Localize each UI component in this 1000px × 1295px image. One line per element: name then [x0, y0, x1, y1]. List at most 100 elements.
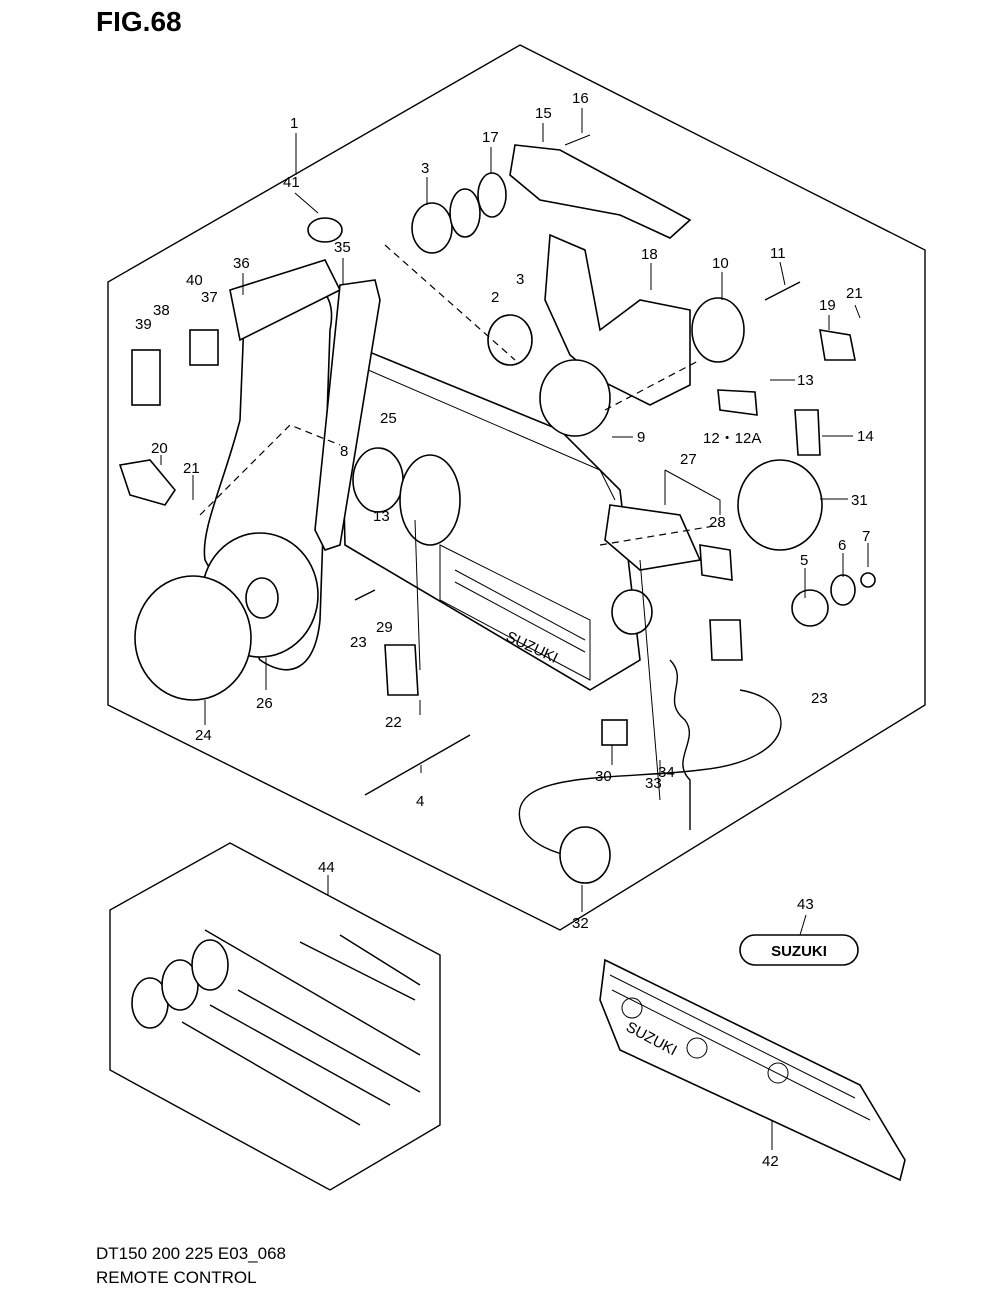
screw-16 [564, 134, 591, 146]
part-label-11: 11 [770, 245, 786, 262]
part-label-30: 30 [595, 768, 612, 785]
part-label-24: 24 [195, 727, 212, 744]
kit-items [131, 929, 421, 1126]
part-label-29: 29 [376, 619, 393, 636]
part-label-8: 8 [340, 443, 348, 460]
gear-ring-9 [539, 359, 611, 437]
part-label-13a: 13 [797, 372, 814, 389]
harness-33 [518, 689, 782, 859]
switch-14 [794, 409, 821, 456]
part-label-27: 27 [680, 451, 697, 468]
ring-10 [691, 297, 745, 363]
part-label-40: 40 [186, 272, 203, 289]
nut-7 [860, 572, 876, 588]
part-label-17: 17 [482, 129, 499, 146]
part-label-28: 28 [709, 514, 726, 531]
part-label-43: 43 [797, 896, 814, 913]
part-label-26: 26 [256, 695, 273, 712]
part-label-3a: 3 [421, 160, 429, 177]
leader-lines [160, 108, 869, 1150]
throttle-plate [509, 144, 692, 239]
stop-switch [611, 589, 653, 635]
part-label-13b: 13 [373, 508, 390, 525]
gear-25 [352, 447, 404, 513]
switch-12 [717, 389, 758, 416]
part-label-23a: 23 [350, 634, 367, 651]
part-label-23b: 23 [811, 690, 828, 707]
part-label-44: 44 [318, 859, 335, 876]
emblem-brand-mark: SUZUKI [771, 943, 827, 960]
part-label-37: 37 [201, 289, 218, 306]
part-label-34: 34 [658, 764, 675, 781]
part-label-20: 20 [151, 440, 168, 457]
clip-30 [601, 719, 628, 746]
screw-23 [354, 589, 376, 601]
align-line-6 [414, 519, 421, 671]
pin-20 [118, 459, 176, 506]
model-code: DT150 200 225 E03_068 [96, 1244, 286, 1263]
part-label-41: 41 [283, 174, 300, 191]
part-label-38: 38 [153, 302, 170, 319]
part-label-21b: 21 [183, 460, 200, 477]
part-label-39: 39 [135, 316, 152, 333]
part-label-22: 22 [385, 714, 402, 731]
plate-22 [384, 644, 419, 696]
align-line-5 [639, 559, 661, 801]
part-label-14: 14 [857, 428, 874, 445]
align-line-3 [604, 359, 701, 411]
part-label-32: 32 [572, 915, 589, 932]
part-label-7: 7 [862, 528, 870, 545]
cover-31 [737, 459, 823, 551]
knob-5 [791, 589, 829, 627]
part-label-10: 10 [712, 255, 729, 272]
kit-outline [109, 842, 441, 1191]
figure-title: FIG.68 [96, 6, 182, 37]
assembly-outline [107, 44, 926, 931]
o-ring [449, 188, 481, 238]
part-label-6: 6 [838, 537, 846, 554]
diagram-name: REMOTE CONTROL [96, 1268, 257, 1287]
seal-ring [477, 172, 507, 218]
handle-cover [134, 575, 252, 701]
part-label-3b: 3 [516, 271, 524, 288]
side-plate-42: SUZUKI [599, 958, 906, 1182]
part-label-35: 35 [334, 239, 351, 256]
drum-25 [399, 454, 461, 546]
align-line-4 [599, 524, 721, 546]
part-label-2: 2 [491, 289, 499, 306]
part-label-19: 19 [819, 297, 836, 314]
part-label-21a: 21 [846, 285, 863, 302]
bushing-ring [411, 202, 453, 254]
part-label-15: 15 [535, 105, 552, 122]
switch-40 [189, 329, 219, 366]
align-line-2 [384, 244, 516, 361]
key-28 [699, 544, 733, 581]
part-labels: 1 2 3 3 4 5 6 7 8 9 10 11 12・12A 13 13 1… [135, 90, 874, 1170]
lanyard-34 [669, 659, 691, 830]
part-label-33: 33 [645, 775, 662, 792]
part-label-25: 25 [380, 410, 397, 427]
part-label-12: 12・12A [703, 430, 761, 447]
part-label-42: 42 [762, 1153, 779, 1170]
bolt-4 [364, 734, 471, 796]
key-switch-27 [604, 504, 702, 571]
part-label-5: 5 [800, 552, 808, 569]
part-label-1: 1 [290, 115, 298, 132]
emblem-43: SUZUKI [739, 934, 859, 966]
part-label-18: 18 [641, 246, 658, 263]
part-label-31: 31 [851, 492, 868, 509]
part-label-16: 16 [572, 90, 589, 107]
align-line-1 [199, 424, 341, 516]
spring-41 [307, 217, 343, 243]
washer-6 [830, 574, 856, 606]
bolt-11 [764, 281, 801, 301]
ring-2 [487, 314, 533, 366]
key-tag [709, 619, 743, 661]
neutral-lever [314, 279, 381, 551]
cover-39 [131, 349, 161, 406]
part-label-36: 36 [233, 255, 250, 272]
part-label-9: 9 [637, 429, 645, 446]
bracket-19 [819, 329, 856, 361]
connector-32 [559, 826, 611, 884]
